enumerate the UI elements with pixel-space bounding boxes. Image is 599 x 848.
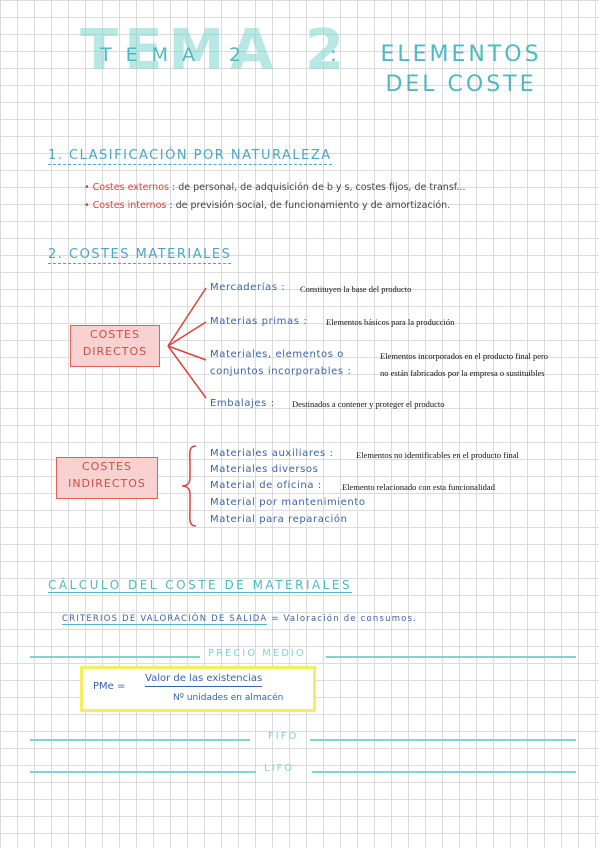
divider-line: [30, 739, 250, 741]
item-mercaderias: Mercaderías :: [210, 282, 286, 293]
bullet-dot: •: [84, 182, 90, 193]
criterios-label: CRITERIOS DE VALORACIÓN DE SALIDA: [62, 614, 268, 625]
title-separator: :: [330, 42, 337, 66]
bullet-externos: • Costes externos : de personal, de adqu…: [84, 182, 465, 193]
item-embalajes: Embalajes :: [210, 398, 275, 409]
bullet-key: Costes internos: [92, 200, 167, 211]
lifo-label: LIFO: [264, 763, 295, 774]
item-materiales-diversos: Materiales diversos: [210, 464, 319, 475]
item-embalajes-desc: Destinados a contener y proteger el prod…: [292, 399, 445, 409]
divider-line: [310, 739, 576, 741]
criterios-line: CRITERIOS DE VALORACIÓN DE SALIDA = Valo…: [62, 614, 418, 625]
item-materias-primas-desc: Elementos básicos para la producción: [326, 317, 455, 327]
pme-denominator: Nº unidades en almacén: [173, 693, 284, 703]
item-material-oficina: Material de oficina :: [210, 480, 322, 491]
divider-line: [30, 656, 200, 658]
section-1-title: 1. CLASIFICACIÓN POR NATURALEZA: [48, 148, 332, 165]
branch-lines: [167, 287, 207, 399]
box-line-2: DIRECTOS: [82, 345, 148, 358]
item-mercaderias-desc: Constituyen la base del producto: [300, 284, 412, 294]
box-line-2: INDIRECTOS: [68, 477, 146, 490]
title-tema: TEMA 2: [100, 44, 256, 66]
item-materiales-incorporables-desc: Elementos incorporados en el producto fi…: [380, 351, 549, 361]
divider-line: [326, 656, 576, 658]
pme-numerator: Valor de las existencias: [145, 673, 263, 687]
page-title: ELEMENTOS DEL COSTE: [380, 42, 542, 97]
item-material-oficina-desc: Elemento relacionado con esta funcionali…: [342, 482, 495, 492]
bullet-text: : de previsión social, de funcionamiento…: [169, 200, 451, 211]
bullet-key: Costes externos: [92, 182, 169, 193]
precio-medio-label: PRECIO MEDIO: [208, 648, 306, 659]
costes-indirectos-box: COSTES INDIRECTOS: [56, 457, 158, 499]
item-materias-primas: Materias primas :: [210, 316, 308, 327]
bullet-dot: •: [84, 200, 90, 211]
title-watermark: TEMA 2: [80, 18, 350, 83]
item-materiales-incorporables: Materiales, elementos o: [210, 349, 345, 360]
item-material-mantenimiento: Material por mantenimiento: [210, 497, 366, 508]
pme-formula-box: PMe = Valor de las existencias Nº unidad…: [80, 666, 316, 712]
pme-label: PMe =: [93, 681, 126, 692]
item-material-reparacion: Material para reparación: [210, 514, 348, 525]
divider-line: [312, 771, 576, 773]
box-line-1: COSTES: [82, 460, 132, 473]
divider-line: [30, 771, 256, 773]
fifo-label: FIFO: [268, 731, 299, 742]
bullet-internos: • Costes internos : de previsión social,…: [84, 200, 450, 211]
item-materiales-auxiliares-desc: Elementos no identificables en el produc…: [356, 450, 519, 460]
calculo-title: CÁLCULO DEL COSTE DE MATERIALES: [48, 578, 353, 593]
section-2-title: 2. COSTES MATERIALES: [48, 247, 232, 264]
costes-directos-box: COSTES DIRECTOS: [70, 325, 160, 367]
bullet-text: : de personal, de adquisición de b y s, …: [172, 182, 466, 193]
criterios-rest: = Valoración de consumos.: [271, 614, 418, 624]
item-materiales-auxiliares: Materiales auxiliares :: [210, 448, 334, 459]
item-materiales-incorporables-desc-2: no están fabricados por la empresa o sus…: [380, 368, 545, 378]
box-line-1: COSTES: [90, 328, 140, 341]
curly-brace: [181, 445, 197, 527]
item-materiales-incorporables-2: conjuntos incorporables :: [210, 366, 352, 377]
